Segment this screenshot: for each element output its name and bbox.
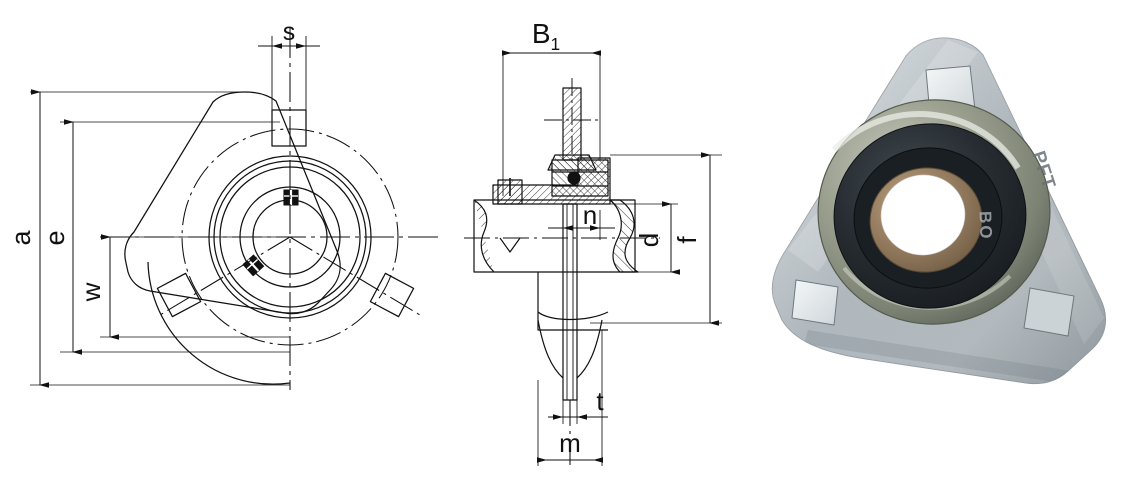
arrow-s-left <box>272 43 282 49</box>
bearing-marking-bo: BO <box>975 211 995 241</box>
housing-outer-arc <box>147 261 291 385</box>
photo-bolt-hole-bottom-right <box>1023 287 1075 337</box>
dim-label-m: m <box>559 428 581 458</box>
arrow-t-right <box>577 414 587 420</box>
front-elevation-view: s a e w <box>6 18 440 390</box>
cross-section-view: B1 n d f t m <box>464 18 722 470</box>
bearing-ball <box>567 171 581 185</box>
arrow-s-right <box>296 43 306 49</box>
keyway-mark <box>499 237 521 253</box>
product-photo-view: PFT BO <box>771 37 1107 385</box>
arrow-t-left <box>553 414 563 420</box>
dim-label-B1-group: B1 <box>532 18 560 54</box>
dim-label-a: a <box>6 230 36 246</box>
dim-label-n: n <box>583 200 597 230</box>
bolt-hole-top <box>271 109 307 147</box>
dim-label-t: t <box>596 386 604 416</box>
dim-label-s: s <box>283 18 296 46</box>
dim-label-d: d <box>634 233 664 247</box>
flange-plate <box>562 203 578 401</box>
arrow-n-right <box>590 225 600 231</box>
flange-lower-profile <box>537 272 608 331</box>
set-screw-top <box>283 189 299 206</box>
dim-label-e: e <box>40 230 70 245</box>
radial-line-left <box>159 236 291 316</box>
set-screw-lower-left <box>242 254 265 277</box>
bearing-ring-highlight <box>831 111 1021 170</box>
radial-line-right <box>289 236 421 316</box>
photo-bearing-assembly <box>817 99 1051 325</box>
flange-skirt <box>537 319 603 379</box>
dim-label-B1-sub: 1 <box>551 34 561 54</box>
svg-text:B1: B1 <box>532 18 560 54</box>
grease-nipple-head <box>547 154 597 171</box>
bearing-bore <box>880 174 966 256</box>
flange-outline <box>124 91 341 315</box>
dim-label-w: w <box>76 282 106 302</box>
flange-lower-curve <box>537 311 609 321</box>
arrow-n-left <box>563 225 573 231</box>
dim-label-f: f <box>672 236 702 244</box>
photo-bolt-hole-bottom-left <box>791 279 839 326</box>
shaft-break-left <box>473 199 495 273</box>
bolt-hole-bottom-right <box>369 272 415 318</box>
bolt-hole-bottom-left <box>156 272 202 318</box>
shaft-body <box>473 199 636 273</box>
dim-label-B1: B <box>532 18 551 49</box>
